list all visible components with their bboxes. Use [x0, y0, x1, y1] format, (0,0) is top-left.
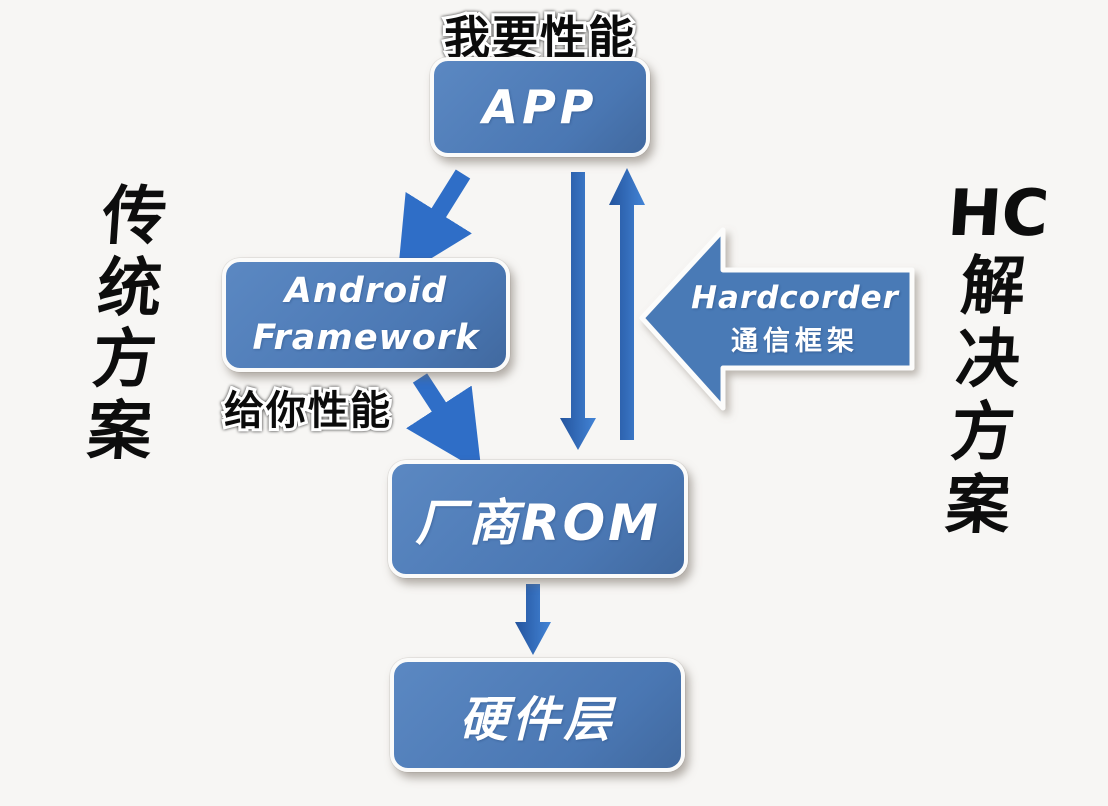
caption-hc-row: 方	[948, 395, 1018, 470]
caption-hc-row: HC	[945, 177, 1052, 251]
arrow-rom-to-hardware	[515, 584, 551, 655]
caption-hc-row: 解	[958, 249, 1028, 324]
caption-traditional-solution: 传 统 方 案	[72, 180, 182, 470]
hardcorder-arrow-label: Hardcorder 通信框架	[688, 280, 902, 358]
hardcorder-arrow-label-line2: 通信框架	[731, 326, 859, 357]
hardcorder-arrow-label-line1: Hardcorder	[691, 280, 899, 316]
arrow-rom-up-to-app	[609, 168, 645, 440]
node-app: APP	[430, 57, 650, 157]
arrow-framework-to-rom	[406, 373, 482, 473]
caption-hc-solution: HC 解 决 方 案	[923, 177, 1053, 543]
node-vendor-rom: 厂商ROM	[388, 460, 688, 578]
caption-traditional-char: 方	[89, 323, 160, 398]
caption-traditional-char: 传	[99, 180, 170, 254]
caption-traditional-char: 案	[84, 395, 155, 470]
annotation-give-performance: 给你性能	[221, 385, 393, 437]
node-app-label: APP	[482, 80, 598, 134]
caption-traditional-char: 统	[94, 251, 165, 326]
node-hardware-layer: 硬件层	[390, 658, 685, 772]
node-framework-label-line2: Framework	[252, 318, 480, 358]
arrow-app-to-framework	[397, 169, 472, 280]
caption-hc-row: 案	[943, 468, 1013, 543]
node-android-framework: Android Framework	[222, 258, 510, 372]
node-hardware-label: 硬件层	[459, 692, 616, 748]
node-framework-label-line1: Android	[284, 270, 448, 311]
arrow-app-down-to-rom	[560, 172, 596, 450]
caption-hc-row: 决	[953, 322, 1023, 397]
node-rom-label: 厂商ROM	[415, 494, 661, 552]
